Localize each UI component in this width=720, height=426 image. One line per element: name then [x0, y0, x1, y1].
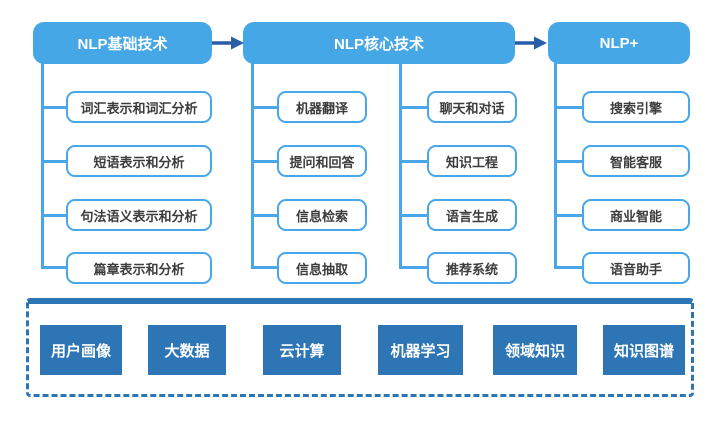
stage-header-nlp-plus: NLP+ [548, 22, 690, 64]
connector-horizontal [41, 106, 67, 109]
node-business-intelligence: 商业智能 [582, 199, 690, 231]
node-phrase-representation: 短语表示和分析 [66, 145, 212, 177]
flow-arrow-icon [515, 36, 547, 50]
node-chat-dialogue: 聊天和对话 [427, 91, 517, 123]
foundation-box-cloud-computing: 云计算 [263, 325, 341, 375]
connector-vertical [251, 63, 254, 269]
node-recommender-system: 推荐系统 [427, 252, 517, 284]
node-machine-translation: 机器翻译 [277, 91, 367, 123]
connector-horizontal [554, 214, 583, 217]
node-information-retrieval: 信息检索 [277, 199, 367, 231]
foundation-container [26, 298, 694, 397]
flow-arrow-icon [212, 36, 244, 50]
connector-horizontal [399, 214, 428, 217]
stage-header-nlp-core: NLP核心技术 [243, 22, 515, 64]
connector-horizontal [399, 106, 428, 109]
node-syntax-semantics: 句法语义表示和分析 [66, 199, 212, 231]
connector-horizontal [251, 214, 278, 217]
foundation-box-machine-learning: 机器学习 [378, 325, 463, 375]
node-intelligent-service: 智能客服 [582, 145, 690, 177]
connector-horizontal [399, 160, 428, 163]
connector-horizontal [251, 106, 278, 109]
node-information-extraction: 信息抽取 [277, 252, 367, 284]
connector-horizontal [41, 266, 67, 269]
node-search-engine: 搜索引擎 [582, 91, 690, 123]
connector-horizontal [399, 266, 428, 269]
connector-horizontal [554, 266, 583, 269]
foundation-box-big-data: 大数据 [148, 325, 226, 375]
connector-horizontal [41, 160, 67, 163]
node-voice-assistant: 语音助手 [582, 252, 690, 284]
node-language-generation: 语言生成 [427, 199, 517, 231]
connector-vertical [399, 63, 402, 269]
node-question-answering: 提问和回答 [277, 145, 367, 177]
connector-horizontal [251, 266, 278, 269]
connector-horizontal [251, 160, 278, 163]
foundation-box-user-profile: 用户画像 [40, 325, 122, 375]
foundation-box-knowledge-graph: 知识图谱 [603, 325, 685, 375]
node-discourse-representation: 篇章表示和分析 [66, 252, 212, 284]
connector-horizontal [41, 214, 67, 217]
connector-vertical [554, 63, 557, 269]
connector-vertical [41, 63, 44, 269]
connector-horizontal [554, 160, 583, 163]
stage-header-nlp-basic: NLP基础技术 [33, 22, 212, 64]
node-knowledge-engineering: 知识工程 [427, 145, 517, 177]
foundation-box-domain-knowledge: 领域知识 [493, 325, 577, 375]
node-lexical-representation: 词汇表示和词汇分析 [66, 91, 212, 123]
connector-horizontal [554, 106, 583, 109]
